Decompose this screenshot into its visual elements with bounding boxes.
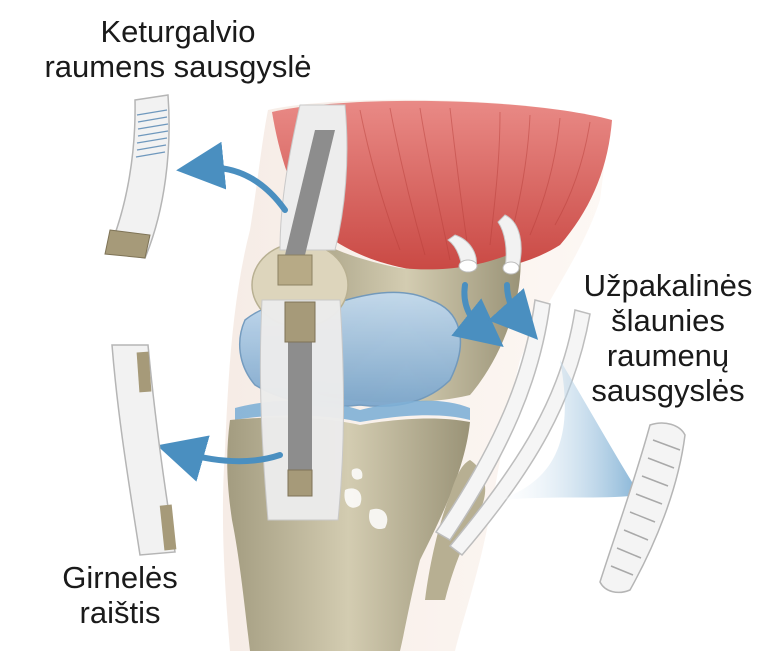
quadriceps-arrow — [176, 141, 288, 213]
hamstring-arrow-1 — [451, 282, 504, 347]
hamstring-label-line3: raumenų — [606, 338, 730, 373]
hamstring-stump-end-1 — [458, 259, 478, 273]
patellar-arrow — [156, 435, 283, 482]
patellar-label-line2: raištis — [79, 595, 161, 630]
quadriceps-label-line2: raumens sausgyslė — [44, 49, 312, 84]
quadriceps-muscle — [272, 100, 612, 273]
hamstring-label-line2: šlaunies — [611, 303, 725, 338]
patella-top-plug — [277, 254, 313, 286]
hamstring-arrow-2 — [488, 282, 539, 340]
hamstring-label-line1: Užpakalinės — [583, 268, 753, 303]
hamstring-label-line4: sausgyslės — [591, 373, 745, 408]
patellar-label-line1: Girnelės — [62, 560, 178, 595]
hamstring-stump-end-2 — [502, 261, 520, 275]
patellar-ligament-label: Girnelės raištis — [40, 560, 200, 630]
quadriceps-harvest-slot — [285, 130, 335, 255]
bone-texture — [344, 468, 388, 530]
hamstring-graft-1 — [434, 299, 551, 541]
tibia-bone-plug — [287, 469, 313, 497]
hamstring-braided-graft — [599, 422, 686, 594]
patellar-harvest-slot — [288, 310, 312, 495]
quadriceps-graft — [104, 94, 170, 259]
patellar-graft — [111, 344, 177, 556]
patella-bone-plug — [284, 301, 316, 343]
hamstring-tendons-label: Užpakalinės šlaunies raumenų sausgyslės — [568, 268, 768, 408]
quadriceps-tendon-label: Keturgalvio raumens sausgyslė — [28, 14, 328, 84]
arrows — [156, 141, 539, 482]
hamstring-fan — [500, 360, 640, 500]
quadriceps-label-line1: Keturgalvio — [100, 14, 256, 49]
muscle-fibers — [359, 107, 591, 263]
